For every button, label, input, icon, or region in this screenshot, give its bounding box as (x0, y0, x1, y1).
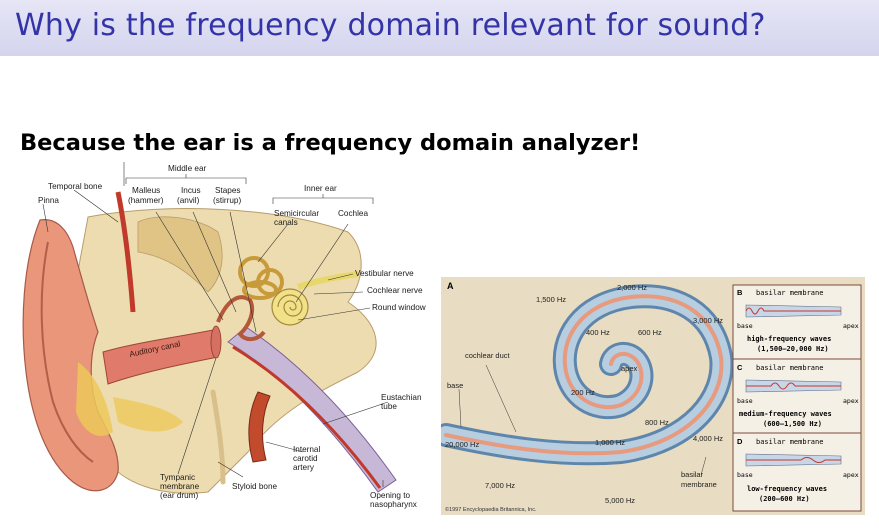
carotid-artery-shape (248, 391, 271, 463)
label-opening-to: Opening to (370, 491, 411, 500)
cochlear-duct-label: cochlear duct (465, 351, 511, 360)
panel-c: C basilar membrane base apex medium-freq… (732, 358, 862, 434)
freq-600: 600 Hz (638, 328, 662, 337)
svg-text:C: C (737, 363, 743, 372)
label-internal: Internal (293, 445, 320, 454)
label-malleus-sub: (hammer) (128, 196, 164, 205)
svg-text:medium-frequency waves: medium-frequency waves (739, 410, 832, 418)
label-styloid-bone: Styloid bone (232, 482, 278, 491)
freq-3000: 3,000 Hz (693, 316, 723, 325)
freq-800: 800 Hz (645, 418, 669, 427)
title-bar: Why is the frequency domain relevant for… (0, 0, 879, 56)
slide-title: Why is the frequency domain relevant for… (15, 8, 766, 43)
copyright: ©1997 Encyclopaedia Britannica, Inc. (445, 506, 537, 513)
label-vestibular-nerve: Vestibular nerve (355, 269, 414, 278)
svg-text:base: base (737, 471, 753, 479)
panel-a-letter: A (447, 281, 454, 291)
label-round-window: Round window (372, 303, 426, 312)
svg-text:basilar membrane: basilar membrane (756, 438, 823, 446)
label-carotid: carotid (293, 454, 318, 463)
svg-text:base: base (737, 397, 753, 405)
label-nasopharynx: nasopharynx (370, 500, 417, 509)
label-membrane: membrane (160, 482, 200, 491)
base-label: base (447, 381, 463, 390)
label-semicircular: Semicircular (274, 209, 319, 218)
svg-text:(1,500–20,000 Hz): (1,500–20,000 Hz) (757, 345, 829, 353)
label-stapes-sub: (stirrup) (213, 196, 241, 205)
freq-1500: 1,500 Hz (536, 295, 566, 304)
label-temporal-bone: Temporal bone (48, 182, 103, 191)
freq-400: 400 Hz (586, 328, 610, 337)
svg-text:(600–1,500 Hz): (600–1,500 Hz) (763, 420, 822, 428)
freq-2000: 2,000 Hz (617, 283, 647, 292)
svg-text:apex: apex (843, 397, 859, 405)
label-tympanic: Tympanic (160, 473, 195, 482)
panel-d: D basilar membrane base apex low-frequen… (732, 432, 862, 512)
freq-200: 200 Hz (571, 388, 595, 397)
svg-text:D: D (737, 437, 743, 446)
label-incus: Incus (181, 186, 201, 195)
tympanic-membrane-shape (210, 325, 222, 359)
label-eustachian: Eustachian (381, 393, 422, 402)
svg-text:low-frequency waves: low-frequency waves (747, 485, 827, 493)
svg-text:apex: apex (843, 471, 859, 479)
freq-7000: 7,000 Hz (485, 481, 515, 490)
ossicles-shape (216, 295, 266, 341)
label-cochlear-nerve: Cochlear nerve (367, 286, 423, 295)
svg-text:apex: apex (843, 322, 859, 330)
svg-text:basilar membrane: basilar membrane (756, 289, 823, 297)
slide-subtitle: Because the ear is a frequency domain an… (20, 130, 641, 156)
svg-text:base: base (737, 322, 753, 330)
svg-text:B: B (737, 288, 743, 297)
freq-5000: 5,000 Hz (605, 496, 635, 505)
label-malleus: Malleus (132, 186, 160, 195)
svg-text:(200–600 Hz): (200–600 Hz) (759, 495, 810, 503)
freq-20000: 20,000 Hz (445, 440, 479, 449)
cochlea-shape (271, 288, 309, 326)
label-pinna: Pinna (38, 196, 59, 205)
label-cochlea: Cochlea (338, 209, 368, 218)
label-tube: tube (381, 402, 397, 411)
svg-text:basilar membrane: basilar membrane (756, 364, 823, 372)
label-incus-sub: (anvil) (177, 196, 200, 205)
svg-text:high-frequency waves: high-frequency waves (747, 335, 831, 343)
label-inner-ear: Inner ear (304, 184, 337, 193)
semicircular-canals-shape (238, 256, 284, 300)
label-ear-drum: (ear drum) (160, 491, 198, 500)
membrane-label: membrane (681, 480, 717, 489)
cochlea-frequency-figure: A 2,000 Hz 1,500 Hz 3,000 Hz 400 Hz 600 … (441, 277, 865, 515)
label-canals: canals (274, 218, 298, 227)
label-stapes: Stapes (215, 186, 241, 195)
freq-1000: 1,000 Hz (595, 438, 625, 447)
freq-4000: 4,000 Hz (693, 434, 723, 443)
ear-anatomy-figure: Middle ear Temporal bone Pinna Malleus (… (22, 162, 426, 509)
freq-apex: apex (621, 364, 638, 373)
cochlear-spiral (441, 284, 734, 466)
label-middle-ear: Middle ear (168, 164, 207, 173)
panel-b: B basilar membrane base apex high-freque… (732, 284, 862, 360)
label-artery: artery (293, 463, 315, 472)
basilar-label: basilar (681, 470, 704, 479)
